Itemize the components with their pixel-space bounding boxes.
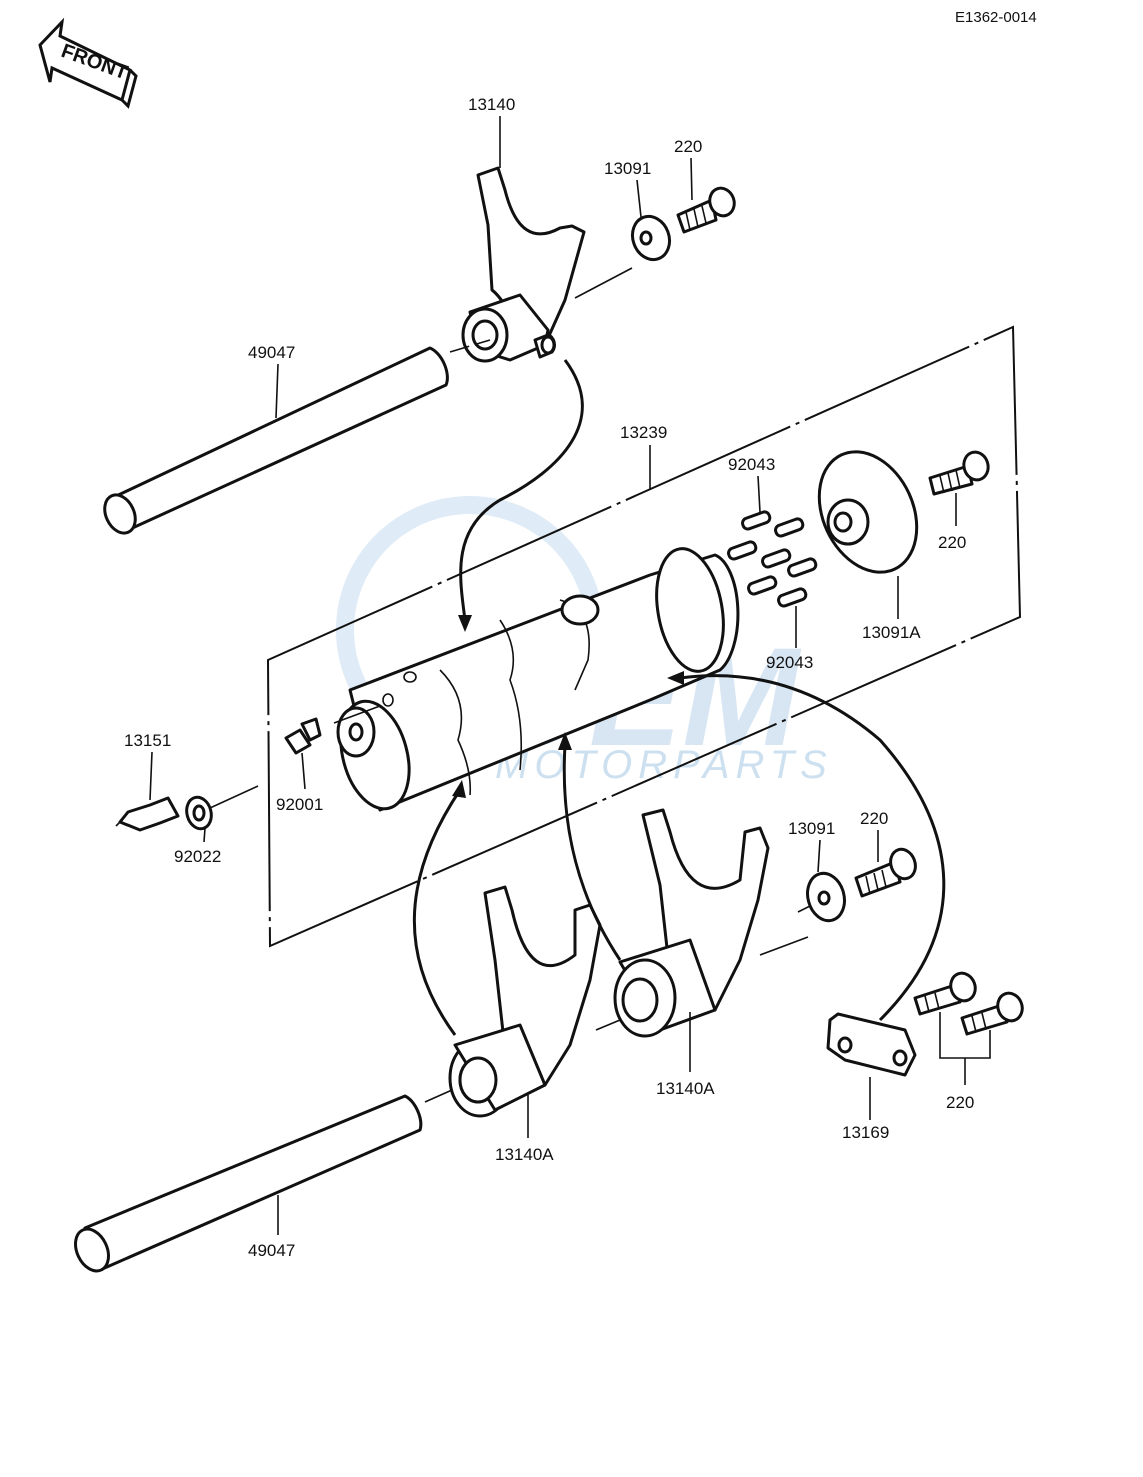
callout-13140a-right: 13140A (656, 1079, 715, 1098)
callout-220-plate: 220 (946, 1093, 974, 1112)
callout-49047-bottom: 49047 (248, 1241, 295, 1260)
callout-13091-top: 13091 (604, 159, 651, 178)
callout-220-drum: 220 (938, 533, 966, 552)
callout-92001: 92001 (276, 795, 323, 814)
callout-13239: 13239 (620, 423, 667, 442)
callout-13151: 13151 (124, 731, 171, 750)
switch-washer (185, 795, 213, 831)
bolt-top (676, 186, 736, 234)
drum-plate (817, 450, 919, 574)
callout-49047-top: 49047 (248, 343, 295, 362)
callout-92043-bottom: 92043 (766, 653, 813, 672)
callout-13140: 13140 (468, 95, 515, 114)
drum-assembly-frame (266, 325, 1022, 948)
pins-92043 (727, 510, 818, 608)
neutral-switch (115, 796, 180, 832)
callout-13091-mid: 13091 (788, 819, 835, 838)
callout-220-top: 220 (674, 137, 702, 156)
watermark-subtext: MOTORPARTS (495, 743, 833, 787)
callout-92043-top: 92043 (728, 455, 775, 474)
leader-lines (149, 116, 991, 1235)
bolt-mid (854, 847, 917, 898)
washer-mid (806, 871, 846, 923)
pin-plug (284, 717, 322, 755)
callouts: 13140 13091 220 49047 13239 92043 220 13… (124, 95, 974, 1260)
shaft-top (103, 346, 449, 535)
callout-220-mid: 220 (860, 809, 888, 828)
callout-13140a-left: 13140A (495, 1145, 554, 1164)
shaft-bottom (74, 1094, 423, 1273)
bolts-plate (913, 971, 1024, 1036)
bolt-drum (928, 450, 990, 496)
shift-fork-right (613, 808, 770, 1038)
shift-fork-left (448, 885, 602, 1118)
engagement-arrows (412, 359, 946, 1036)
plate-13169 (826, 1012, 917, 1077)
callout-13169: 13169 (842, 1123, 889, 1142)
diagram-code: E1362-0014 (955, 9, 1037, 26)
callout-13091a: 13091A (862, 623, 921, 642)
washer-top (630, 214, 672, 262)
shift-drum (336, 547, 740, 812)
front-arrow-icon: FRONT (38, 17, 138, 109)
callout-92022: 92022 (174, 847, 221, 866)
shift-fork-top (461, 166, 586, 363)
